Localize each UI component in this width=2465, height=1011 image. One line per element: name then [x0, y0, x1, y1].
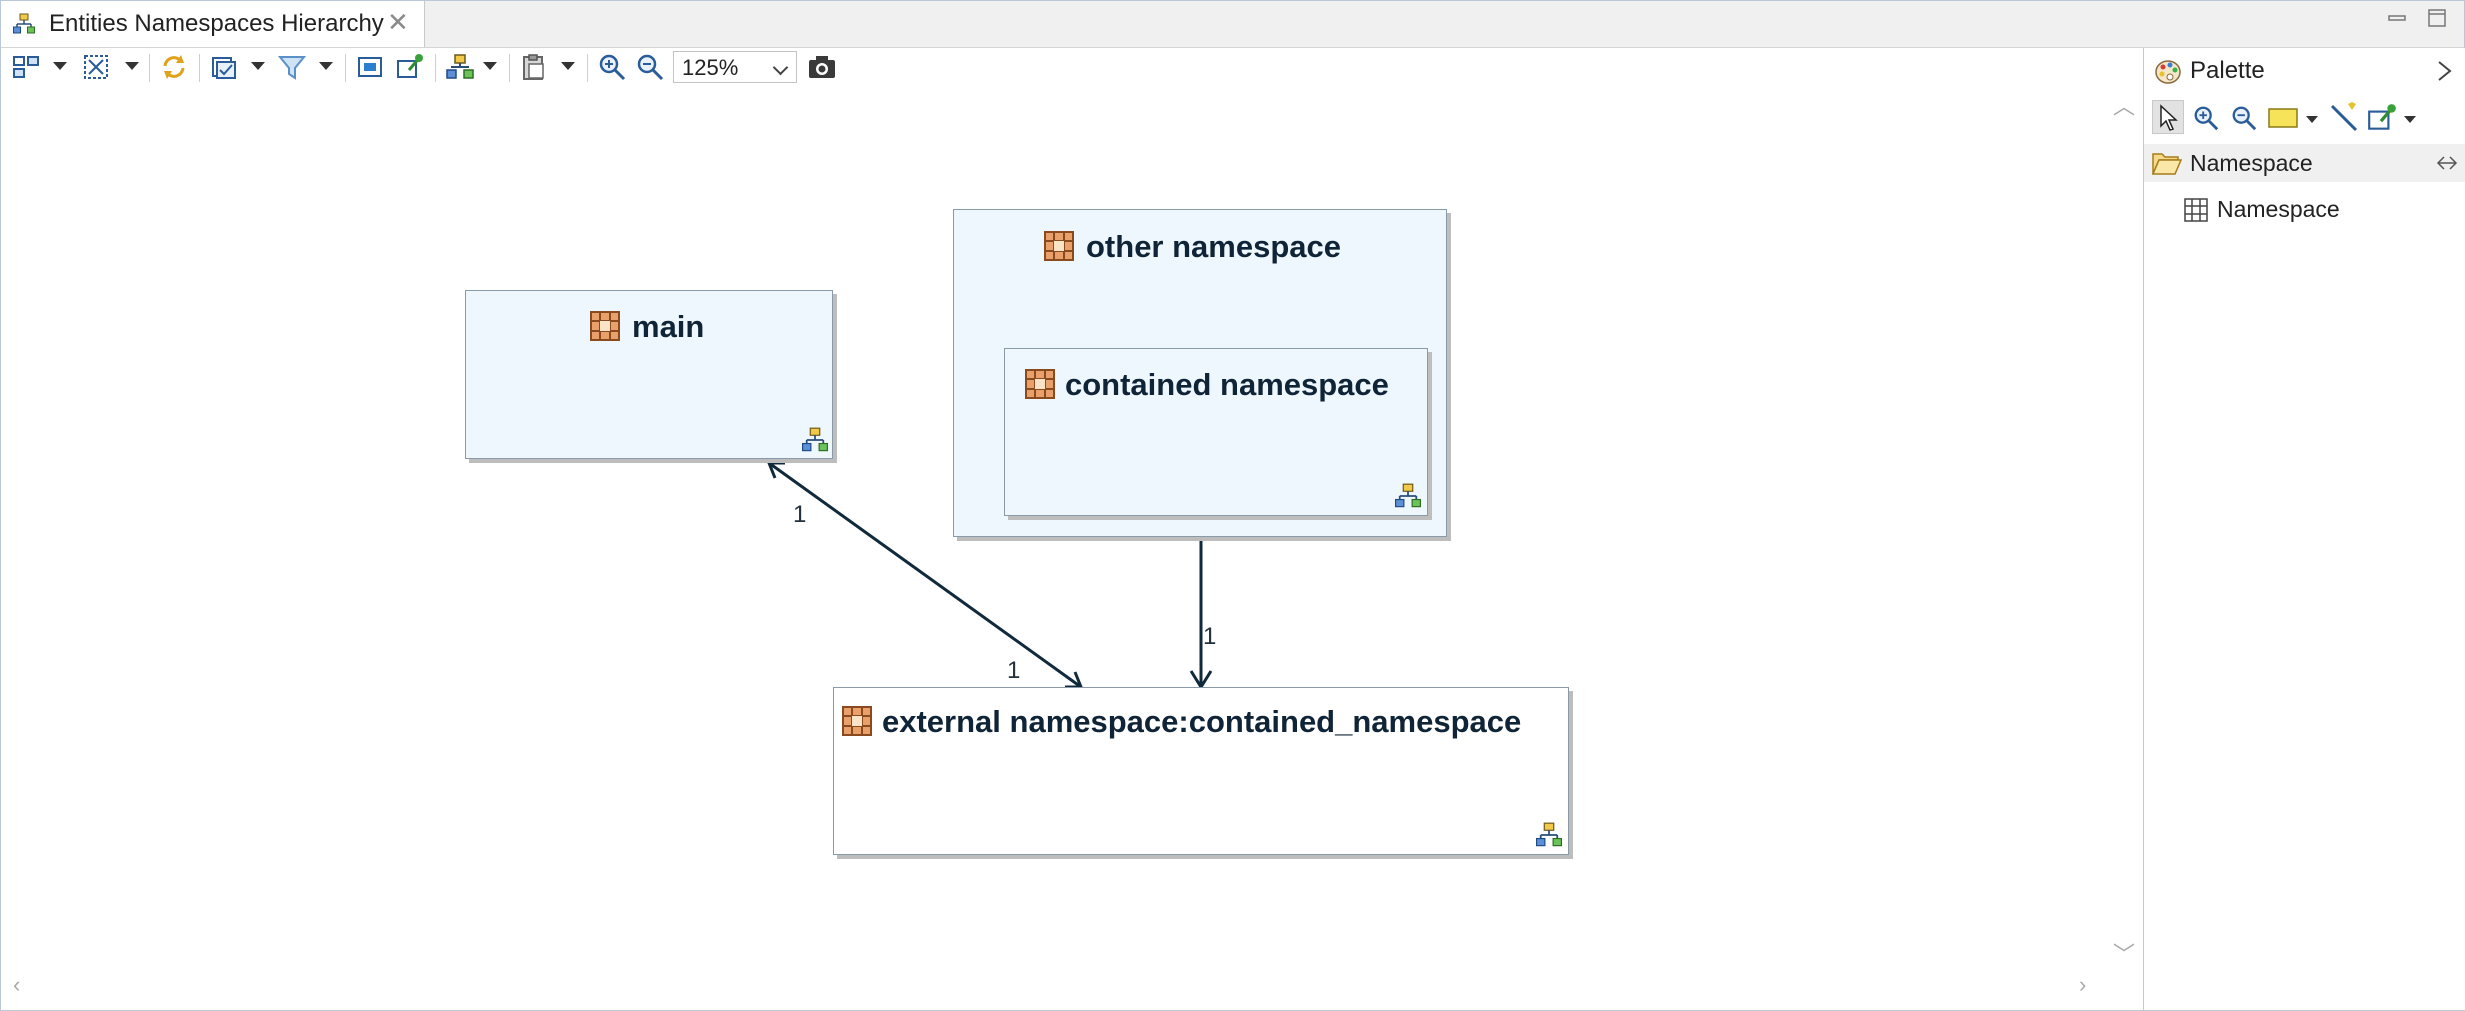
multiplicity-label: 1 [793, 501, 807, 528]
palette-drawer-label: Namespace [2190, 150, 2313, 176]
zoom-in-icon[interactable] [2192, 104, 2220, 132]
pin-icon[interactable] [395, 52, 425, 82]
show-in-view-icon[interactable] [355, 52, 385, 82]
multiplicity-label: 1 [1203, 623, 1217, 650]
palette-tools [2144, 100, 2465, 136]
paste-dropdown-icon[interactable] [561, 62, 575, 70]
node-title: main [632, 309, 705, 344]
validate-dropdown-icon[interactable] [251, 62, 265, 70]
scroll-right-icon[interactable]: › [2079, 972, 2087, 997]
filter-dropdown-icon[interactable] [319, 62, 333, 70]
arrowhead-main-icon [766, 461, 785, 479]
hierarchy-icon[interactable] [1395, 483, 1421, 509]
zoom-in-icon[interactable] [597, 52, 627, 82]
layout-dropdown-icon[interactable] [53, 62, 67, 70]
tab-label: Entities Namespaces Hierarchy [49, 10, 384, 37]
refresh-icon[interactable] [159, 52, 189, 82]
zoom-out-icon[interactable] [2230, 104, 2258, 132]
zoom-level-value: 125% [682, 55, 739, 80]
namespace-node-contained[interactable]: contained namespace [1004, 348, 1428, 516]
maximize-icon[interactable] [2426, 7, 2448, 29]
tab-entities-namespaces-hierarchy[interactable]: Entities Namespaces Hierarchy ✕ [1, 1, 425, 47]
palette-icon [2155, 60, 2181, 84]
toolbar-separator [199, 54, 200, 82]
folder-open-icon [2152, 153, 2182, 175]
arrange-hierarchy-icon[interactable] [445, 52, 475, 82]
node-title: contained namespace [1065, 367, 1389, 402]
zoom-out-icon[interactable] [635, 52, 665, 82]
pin-drawer-icon[interactable] [2436, 154, 2458, 172]
palette-entry-namespace[interactable]: Namespace [2144, 190, 2465, 230]
namespace-tool-icon [2184, 198, 2208, 222]
note-dropdown-icon[interactable] [2306, 116, 2318, 123]
namespace-node-external[interactable]: external namespace:contained_namespace [833, 687, 1569, 855]
connection-tool-icon[interactable] [2328, 102, 2360, 134]
palette-header[interactable]: Palette [2144, 48, 2465, 92]
toolbar-separator [435, 54, 436, 82]
vertical-scrollbar[interactable]: ︿ ﹀ [2107, 87, 2137, 972]
paste-icon[interactable] [519, 52, 549, 82]
note-icon[interactable] [2268, 106, 2300, 130]
namespace-icon [1044, 231, 1074, 261]
namespace-icon [1025, 369, 1055, 399]
minimize-icon[interactable] [2386, 7, 2408, 29]
hierarchy-icon[interactable] [802, 427, 828, 453]
multiplicity-label: 1 [1007, 657, 1021, 684]
validate-icon[interactable] [209, 52, 239, 82]
namespace-node-main[interactable]: main [465, 290, 833, 459]
cursor-icon [2160, 104, 2178, 131]
chevron-down-icon [772, 59, 789, 76]
diagram-toolbar: 125% [1, 48, 2141, 86]
namespace-node-other[interactable]: other namespace contained namespace [953, 209, 1447, 537]
namespace-icon [590, 311, 620, 341]
scroll-left-icon[interactable]: ‹ [13, 972, 21, 997]
collapse-palette-icon[interactable] [2434, 60, 2454, 82]
arrange-dropdown-icon[interactable] [483, 62, 497, 70]
diagram-canvas[interactable]: 1 1 1 main other namespace [3, 87, 2107, 972]
namespace-icon [842, 706, 872, 736]
toolbar-separator [345, 54, 346, 82]
hierarchy-icon[interactable] [1536, 822, 1562, 848]
toolbar-separator [509, 54, 510, 82]
palette-panel: Palette Namespace [2143, 48, 2465, 1010]
select-dropdown-icon[interactable] [125, 62, 139, 70]
edge-main-external[interactable] [768, 461, 1082, 689]
toolbar-separator [149, 54, 150, 82]
pin-icon[interactable] [2366, 102, 2398, 134]
pin-dropdown-icon[interactable] [2404, 116, 2416, 123]
scroll-down-icon[interactable]: ﹀ [2113, 942, 2136, 967]
camera-icon[interactable] [807, 52, 837, 82]
editor-tab-bar: Entities Namespaces Hierarchy ✕ [1, 1, 2464, 48]
hierarchy-icon [13, 13, 35, 34]
scroll-up-icon[interactable]: ︿ [2113, 94, 2136, 119]
palette-title: Palette [2190, 57, 2265, 84]
close-tab-icon[interactable]: ✕ [387, 7, 409, 37]
filter-icon[interactable] [277, 52, 307, 82]
palette-entry-label: Namespace [2217, 196, 2340, 222]
node-title: external namespace:contained_namespace [882, 704, 1522, 739]
horizontal-scrollbar[interactable]: ‹ › [3, 972, 2107, 1004]
select-tool-button[interactable] [2152, 100, 2184, 134]
select-nodes-icon[interactable] [81, 52, 111, 82]
palette-drawer-namespace[interactable]: Namespace [2144, 144, 2465, 182]
layout-icon[interactable] [11, 52, 41, 82]
node-title: other namespace [1086, 229, 1341, 264]
zoom-level-select[interactable]: 125% [673, 51, 797, 83]
toolbar-separator [587, 54, 588, 82]
